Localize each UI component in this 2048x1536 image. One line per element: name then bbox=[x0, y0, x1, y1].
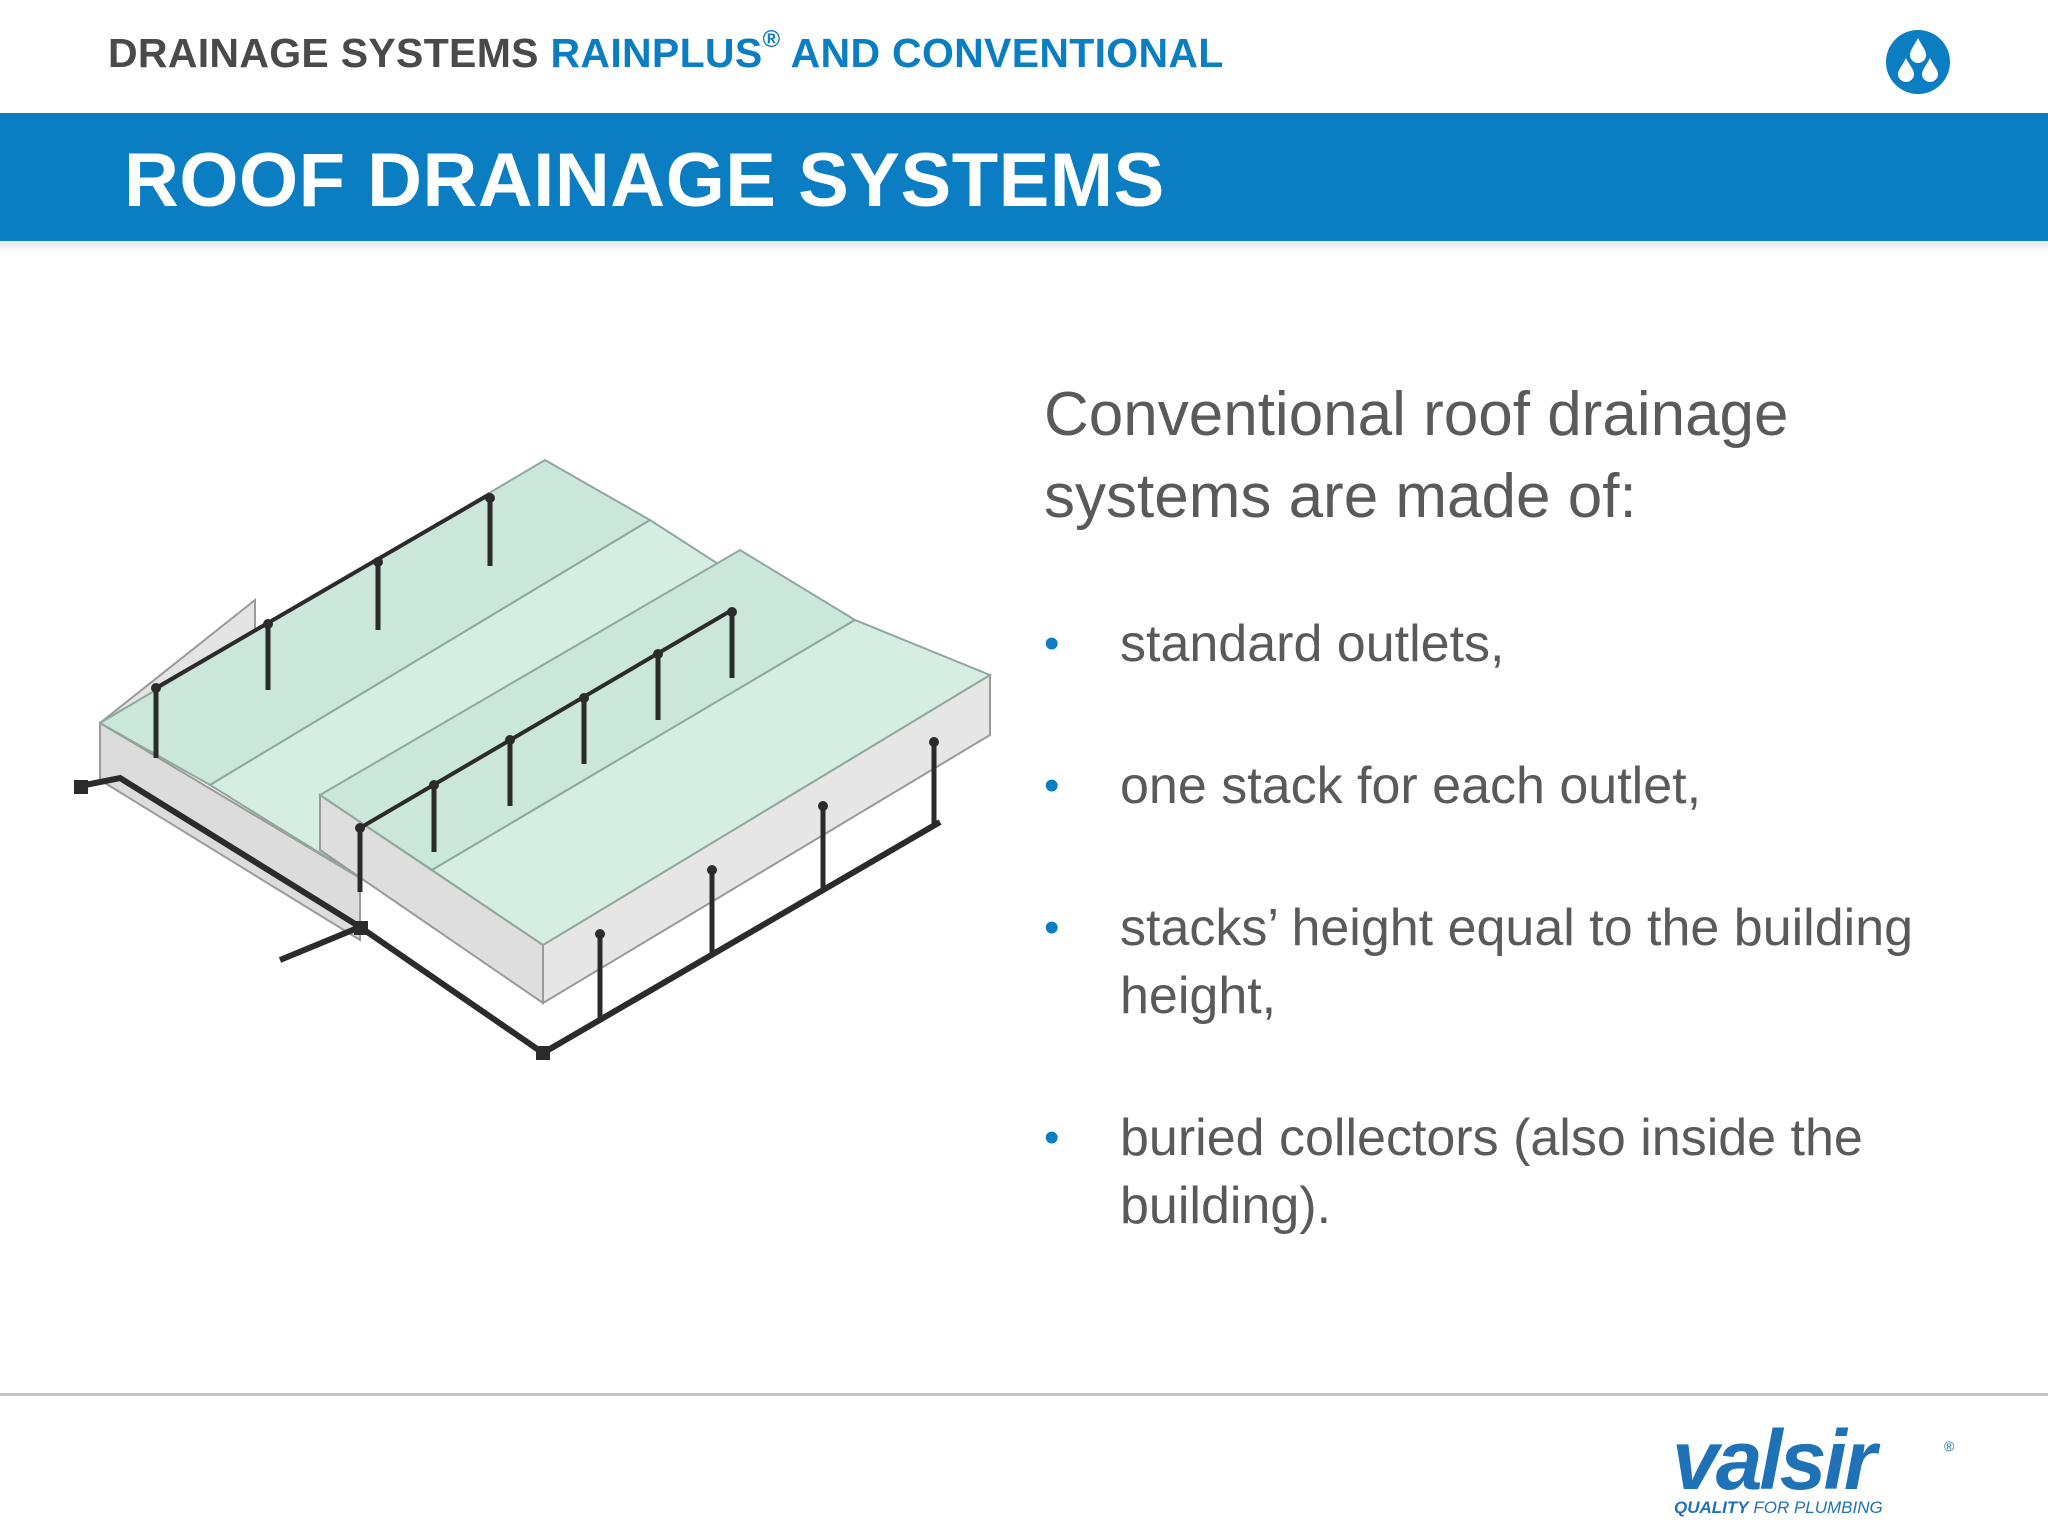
outlet bbox=[579, 693, 589, 703]
section-title: ROOF DRAINAGE SYSTEMS bbox=[124, 138, 1165, 223]
intro-text: Conventional roof drainage systems are m… bbox=[1044, 380, 1789, 531]
title-part-conventional: AND CONVENTIONAL bbox=[790, 30, 1224, 76]
outlet bbox=[151, 683, 161, 693]
inspection-chamber bbox=[536, 1046, 550, 1060]
buried-collector-exit bbox=[278, 924, 362, 963]
title-part-rainplus: RAINPLUS® bbox=[550, 26, 781, 76]
list-item-text: stacks’ height equal to the building hei… bbox=[1120, 899, 1914, 1025]
brand-registered-mark: ® bbox=[1944, 1438, 1955, 1454]
bullet-dot: • bbox=[1044, 619, 1060, 668]
outlet bbox=[653, 649, 663, 659]
outlet bbox=[355, 823, 365, 833]
outlet bbox=[929, 737, 939, 747]
valsir-logo: valsir ® QUALITY FOR PLUMBING bbox=[1672, 1418, 1962, 1518]
header-bar: DRAINAGE SYSTEMS RAINPLUS® AND CONVENTIO… bbox=[0, 0, 2048, 112]
footer-divider bbox=[0, 1393, 2048, 1396]
presentation-title: DRAINAGE SYSTEMS RAINPLUS® AND CONVENTIO… bbox=[108, 26, 1224, 77]
outlet bbox=[727, 607, 737, 617]
water-drops-icon bbox=[1886, 30, 1950, 94]
outlet bbox=[429, 780, 439, 790]
inspection-chamber bbox=[354, 921, 368, 935]
brand-name: valsir bbox=[1672, 1413, 1877, 1507]
outlet bbox=[707, 865, 717, 875]
bullet-dot: • bbox=[1044, 903, 1060, 952]
title-part-drainage-systems: DRAINAGE SYSTEMS bbox=[108, 30, 539, 76]
roof-drainage-diagram bbox=[74, 458, 993, 1060]
buried-collector-left bbox=[79, 774, 545, 1056]
valley-gutter-pipe bbox=[358, 608, 734, 830]
brand-tagline: QUALITY FOR PLUMBING bbox=[1674, 1498, 1883, 1517]
list-item: • one stack for each outlet, bbox=[1044, 752, 2004, 820]
list-item: • buried collectors (also inside the buil… bbox=[1044, 1104, 2004, 1240]
outlet bbox=[373, 557, 383, 567]
outlet bbox=[263, 619, 273, 629]
list-item-text: buried collectors (also inside the build… bbox=[1120, 1109, 1863, 1235]
list-item: • stacks’ height equal to the building he… bbox=[1044, 894, 2004, 1030]
banner-shadow bbox=[0, 241, 2048, 253]
outlet bbox=[818, 801, 828, 811]
feature-list: • standard outlets, • one stack for each o… bbox=[1044, 610, 2004, 1314]
right-roof-near-slope bbox=[430, 618, 993, 947]
bullet-dot: • bbox=[1044, 1113, 1060, 1162]
buried-collector-right bbox=[541, 819, 942, 1056]
outlet bbox=[505, 735, 515, 745]
list-item: • standard outlets, bbox=[1044, 610, 2004, 678]
list-item-text: one stack for each outlet, bbox=[1120, 757, 1702, 815]
outlets bbox=[74, 493, 939, 1060]
outlet bbox=[595, 929, 605, 939]
outlet bbox=[485, 493, 495, 503]
section-banner: ROOF DRAINAGE SYSTEMS bbox=[0, 113, 2048, 241]
bullet-dot: • bbox=[1044, 761, 1060, 810]
list-item-text: standard outlets, bbox=[1120, 615, 1505, 673]
inspection-chamber bbox=[74, 780, 88, 794]
left-gutter-pipe bbox=[154, 492, 492, 690]
